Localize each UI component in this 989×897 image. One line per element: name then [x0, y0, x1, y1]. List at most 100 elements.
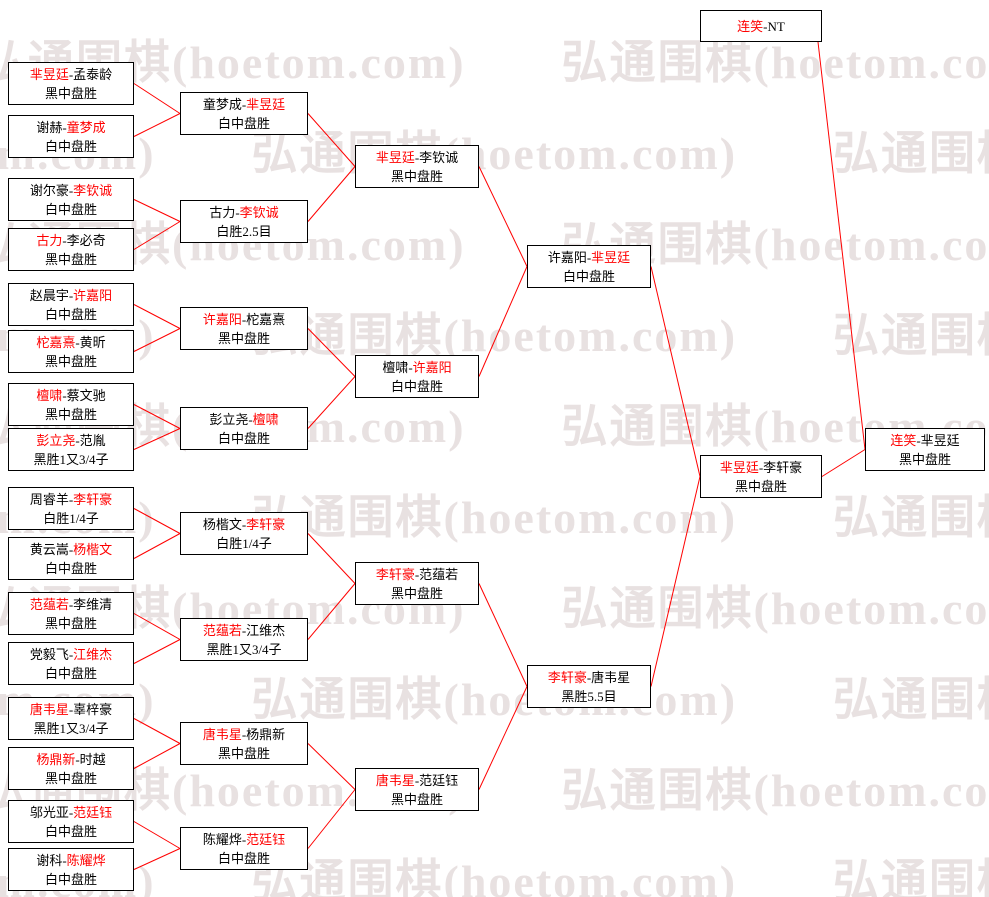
bracket-line	[307, 789, 356, 849]
player-name: 唐韦星	[202, 726, 242, 742]
bracket-line	[650, 476, 701, 687]
player-name: 范蕴若	[202, 622, 242, 638]
match-players: 柁嘉熹-黄昕	[36, 334, 106, 350]
match-result: 白中盘胜	[44, 871, 97, 887]
bracket-line	[478, 583, 528, 687]
player-name: 周睿羊	[29, 491, 69, 507]
player-name: NT	[767, 18, 785, 34]
player-name: 蔡文驰	[66, 387, 106, 403]
player-name: 芈昱廷	[246, 96, 286, 112]
player-name: 唐韦星	[591, 669, 631, 685]
match-result: 黑中盘胜	[217, 745, 270, 761]
match-players: 周睿羊-李轩豪	[29, 491, 113, 507]
player-name: 唐韦星	[375, 772, 415, 788]
player-name: 范胤	[79, 432, 106, 448]
match-players: 谢赫-童梦成	[36, 119, 106, 135]
match-result: 白中盘胜	[217, 430, 270, 446]
match-box: 党毅飞-江维杰白中盘胜	[8, 642, 134, 685]
match-result: 白中盘胜	[44, 560, 97, 576]
player-name: 范廷钰	[246, 831, 286, 847]
match-box: 古力-李钦诚白胜2.5目	[180, 200, 308, 243]
player-name: 檀啸	[382, 359, 409, 375]
bracket-line	[307, 376, 356, 429]
match-box: 谢尔豪-李钦诚白中盘胜	[8, 178, 134, 221]
player-name: 彭立尧	[209, 411, 249, 427]
match-players: 赵晨宇-许嘉阳	[29, 287, 113, 303]
player-name: 芈昱廷	[591, 249, 631, 265]
player-name: 许嘉阳	[412, 359, 452, 375]
player-name: 檀啸	[36, 387, 63, 403]
bracket-line	[307, 743, 356, 790]
match-result: 白中盘胜	[44, 665, 97, 681]
match-players: 檀啸-许嘉阳	[382, 359, 452, 375]
player-name: 连笑	[890, 432, 917, 448]
bracket-line	[478, 166, 528, 267]
match-box: 邬光亚-范廷钰白中盘胜	[8, 800, 134, 843]
bracket-line	[133, 83, 181, 114]
player-name: 檀啸	[252, 411, 279, 427]
bracket-line	[133, 304, 181, 329]
match-box: 许嘉阳-柁嘉熹黑中盘胜	[180, 307, 308, 350]
bracket-line	[133, 821, 181, 849]
match-box: 李轩豪-唐韦星黑胜5.5目	[527, 665, 651, 708]
match-box: 范蕴若-李维清黑中盘胜	[8, 592, 134, 635]
seed-box: 连笑-NT	[700, 10, 822, 42]
bracket-line	[133, 113, 181, 137]
match-result: 白中盘胜	[390, 378, 443, 394]
bracket-line	[133, 743, 181, 769]
match-players: 芈昱廷-李钦诚	[375, 149, 459, 165]
match-box: 范蕴若-江维杰黑胜1又3/4子	[180, 618, 308, 661]
bracket-line	[478, 686, 528, 790]
match-players: 李轩豪-唐韦星	[547, 669, 631, 685]
player-name: 许嘉阳	[202, 311, 242, 327]
match-result: 黑中盘胜	[44, 615, 97, 631]
match-result: 黑中盘胜	[44, 251, 97, 267]
match-result: 黑胜1又3/4子	[33, 720, 109, 736]
match-box: 唐韦星-杨鼎新黑中盘胜	[180, 722, 308, 765]
player-name: 杨鼎新	[36, 751, 76, 767]
match-box: 檀啸-许嘉阳白中盘胜	[355, 355, 479, 398]
match-result: 黑中盘胜	[217, 330, 270, 346]
player-name: 谢赫	[36, 119, 63, 135]
player-name: 柁嘉熹	[246, 311, 286, 327]
bracket-line	[821, 449, 866, 477]
bracket-line	[133, 221, 181, 250]
player-name: 李轩豪	[763, 459, 803, 475]
match-box: 杨楷文-李轩豪白胜1/4子	[180, 512, 308, 555]
player-name: 芈昱廷	[375, 149, 415, 165]
match-box: 赵晨宇-许嘉阳白中盘胜	[8, 283, 134, 326]
player-name: 古力	[36, 232, 63, 248]
match-players: 范蕴若-江维杰	[202, 622, 286, 638]
match-players: 陈耀烨-范廷钰	[202, 831, 286, 847]
match-result: 白胜2.5目	[216, 223, 272, 239]
match-result: 黑胜1又3/4子	[206, 641, 282, 657]
match-box: 芈昱廷-李钦诚黑中盘胜	[355, 145, 479, 188]
match-players: 许嘉阳-柁嘉熹	[202, 311, 286, 327]
player-name: 党毅飞	[29, 646, 69, 662]
player-name: 芈昱廷	[29, 66, 69, 82]
match-box: 谢科-陈耀烨白中盘胜	[8, 848, 134, 891]
player-name: 黄昕	[79, 334, 106, 350]
match-players: 李轩豪-范蕴若	[375, 566, 459, 582]
match-box: 古力-李必奇黑中盘胜	[8, 228, 134, 271]
bracket-line	[133, 533, 181, 559]
match-result: 黑中盘胜	[44, 406, 97, 422]
player-name: 孟泰龄	[73, 66, 113, 82]
player-name: 许嘉阳	[547, 249, 587, 265]
match-players: 许嘉阳-芈昱廷	[547, 249, 631, 265]
player-name: 辜梓豪	[73, 701, 113, 717]
match-box: 檀啸-蔡文驰黑中盘胜	[8, 383, 134, 426]
match-box: 芈昱廷-李轩豪黑中盘胜	[700, 455, 822, 498]
match-players: 唐韦星-杨鼎新	[202, 726, 286, 742]
match-players: 古力-李必奇	[36, 232, 106, 248]
match-players: 童梦成-芈昱廷	[202, 96, 286, 112]
bracket-line	[133, 328, 181, 352]
title-match-box: 连笑-芈昱廷黑中盘胜	[865, 428, 985, 471]
match-players: 檀啸-蔡文驰	[36, 387, 106, 403]
player-name: 陈耀烨	[202, 831, 242, 847]
match-box: 彭立尧-檀啸白中盘胜	[180, 407, 308, 450]
player-name: 李必奇	[66, 232, 106, 248]
bracket-line	[307, 583, 356, 640]
match-box: 唐韦星-范廷钰黑中盘胜	[355, 768, 479, 811]
